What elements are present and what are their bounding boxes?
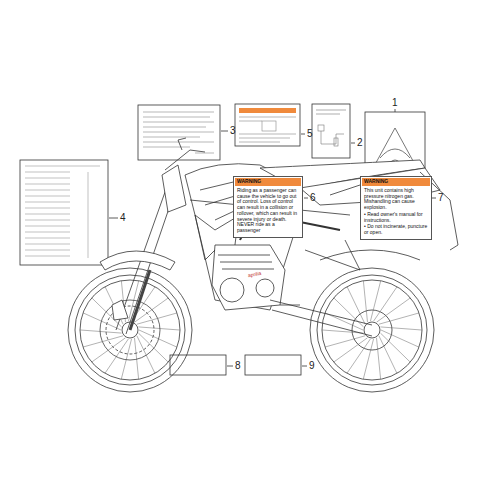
- wheel-spoke: [363, 281, 367, 322]
- wheel-spoke: [379, 313, 419, 324]
- wheel-spoke: [137, 313, 177, 324]
- wheel-spoke: [377, 338, 381, 379]
- wheel-spoke: [381, 330, 419, 347]
- callout-number: 4: [120, 213, 126, 223]
- wheel-spoke: [370, 281, 380, 321]
- warning-heading: WARNING: [235, 178, 301, 186]
- warning-heading: WARNING: [362, 178, 430, 186]
- wheel-spoke: [325, 336, 365, 347]
- wheel-spoke: [380, 327, 422, 330]
- warning-text: • Do not incinerate, puncture or open.: [364, 224, 428, 236]
- warning-decal: WARNING This unit contains high pressure …: [360, 176, 432, 240]
- wheel-spoke: [83, 336, 123, 347]
- callout-number: 3: [230, 126, 236, 136]
- callout-number: 6: [310, 193, 316, 203]
- wheel-spoke: [138, 333, 168, 362]
- wheel-spoke: [380, 333, 410, 362]
- wheel-spoke: [139, 330, 177, 347]
- wheel-spoke: [322, 330, 364, 333]
- callout-number: 1: [392, 98, 398, 108]
- wheel-spoke: [80, 330, 122, 333]
- wheel-spoke: [334, 298, 364, 327]
- callout-number: 7: [438, 193, 444, 203]
- callout-number: 9: [309, 361, 315, 371]
- warning-text: This unit contains high pressure nitroge…: [364, 188, 428, 211]
- callout-number: 5: [307, 129, 313, 139]
- callout-number: 8: [235, 361, 241, 371]
- warning-text: Riding as a passenger can cause the vehi…: [237, 188, 299, 234]
- wheel-spoke: [334, 338, 368, 362]
- warning-text: • Read owner's manual for instructions.: [364, 212, 428, 224]
- wheel-spoke: [137, 336, 155, 374]
- wheel-spoke: [347, 287, 365, 325]
- wheel-spoke: [379, 336, 397, 374]
- wheel-spoke: [138, 327, 180, 330]
- warning-decal: WARNING Riding as a passenger can cause t…: [233, 176, 303, 238]
- callout-number: 2: [357, 138, 363, 148]
- wheel-spoke: [363, 339, 373, 379]
- wheel-spoke: [377, 298, 411, 322]
